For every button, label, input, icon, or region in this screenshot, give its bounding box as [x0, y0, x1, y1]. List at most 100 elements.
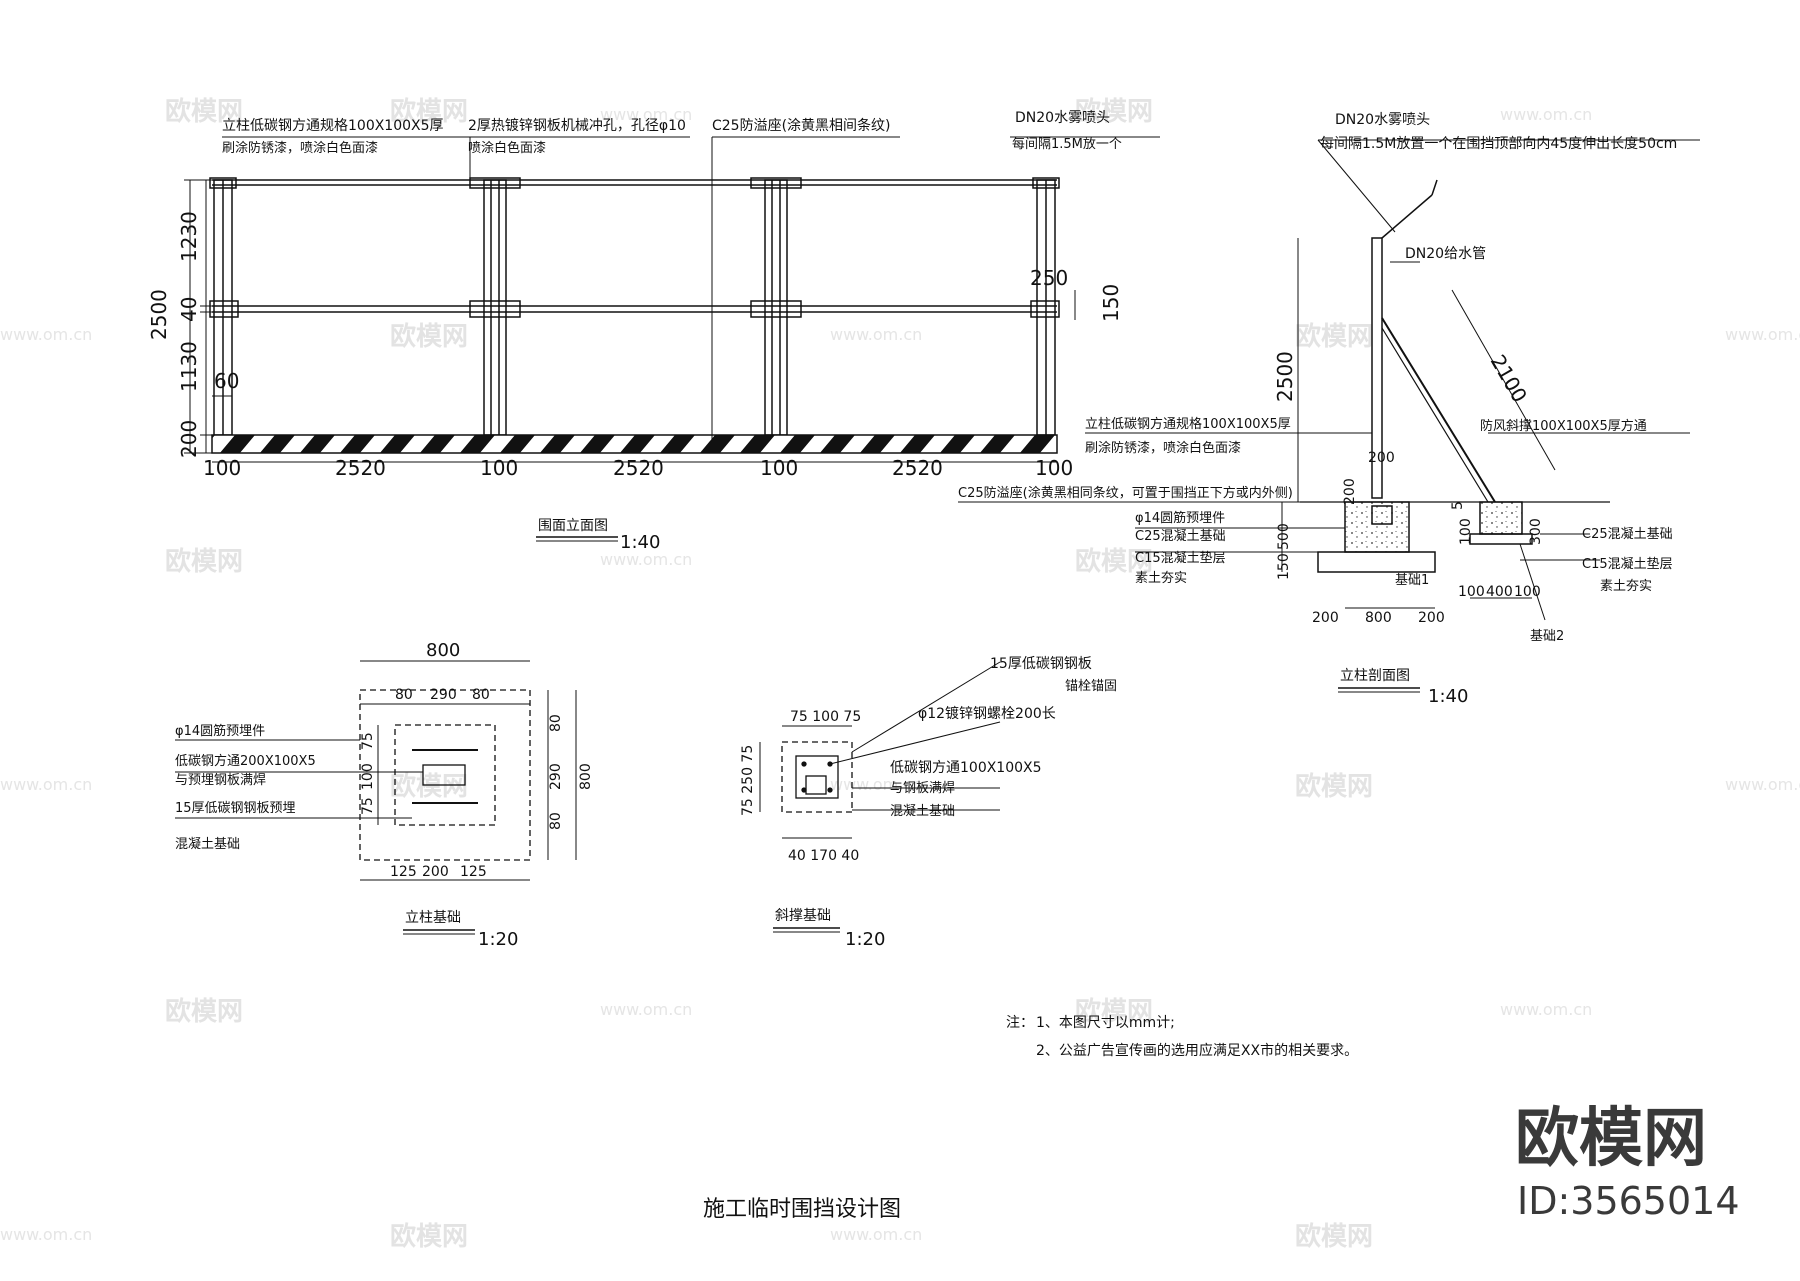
dim-right: 800 — [578, 763, 594, 790]
dim-brace-length: 2100 — [1486, 351, 1532, 407]
label-bolt: φ12镀锌钢螺栓200长 — [918, 705, 1056, 722]
watermark-url: www.om.cn — [1725, 325, 1800, 344]
brace-foundation-view — [759, 661, 1001, 839]
watermark-text: 欧模网 — [1075, 996, 1153, 1027]
dim-l100: 100 — [360, 763, 376, 790]
dim-t80a: 80 — [395, 687, 413, 703]
wind-brace — [1381, 317, 1496, 503]
watermark-url: www.om.cn — [600, 550, 692, 569]
dim-height-base: 200 — [177, 420, 201, 458]
label-supply-pipe: DN20给水管 — [1405, 246, 1486, 262]
label-plate: 15厚低碳钢钢板 — [990, 656, 1092, 672]
dim-height-top: 1230 — [177, 211, 201, 262]
dim-b125a: 125 — [390, 864, 417, 880]
label-post-spec: 立柱低碳钢方通规格100X100X5厚 — [1085, 416, 1291, 432]
label-tube: 低碳钢方通100X100X5 — [890, 760, 1042, 776]
view-title-brace-foundation: 斜撑基础 — [775, 907, 831, 924]
dim-60: 60 — [214, 369, 239, 393]
label-anchor: 锚栓锚固 — [1065, 679, 1117, 694]
watermark-url: www.om.cn — [600, 105, 692, 124]
dim-bottom: 40 170 40 — [788, 848, 859, 864]
elevation-labels: 立柱低碳钢方通规格100X100X5厚 刷涂防锈漆，喷涂白色面漆 2厚热镀锌钢板… — [147, 110, 1123, 553]
notes: 注： 1、本图尺寸以mm计; 2、公益广告宣传画的选用应满足XX市的相关要求。 — [1006, 1015, 1358, 1059]
brand-logo: 欧模网 ID:3565014 — [1515, 1102, 1740, 1223]
watermark-url: www.om.cn — [1725, 775, 1800, 794]
dim-l75b: 75 — [360, 797, 376, 815]
dim-r80a: 80 — [548, 714, 564, 732]
label-nozzle-spacing: 每间隔1.5M放置一个在围挡顶部向内45度伸出长度50cm — [1320, 136, 1677, 152]
label-soil-right: 素土夯实 — [1600, 579, 1652, 594]
hazard-base-strip — [211, 434, 1058, 454]
label-nozzle: DN20水雾喷头 — [1015, 110, 1110, 126]
watermark-url: www.om.cn — [830, 325, 922, 344]
post-foundation-view — [175, 660, 577, 881]
dim-w400: 400 — [1486, 584, 1513, 600]
watermark-text: 欧模网 — [1295, 771, 1373, 802]
label-nozzle: DN20水雾喷头 — [1335, 112, 1430, 128]
section-labels: DN20水雾喷头 每间隔1.5M放置一个在围挡顶部向内45度伸出长度50cm D… — [958, 112, 1677, 707]
label-concrete: 混凝土基础 — [890, 803, 955, 819]
sheet-title: 施工临时围挡设计图 — [703, 1197, 901, 1222]
dim-post: 100 — [760, 456, 798, 480]
view-title-elevation: 围面立面图 — [538, 518, 608, 534]
label-plate: 15厚低碳钢钢板预埋 — [175, 801, 296, 816]
dim-100-right: 100 — [1458, 518, 1474, 545]
dim-w100: 100 — [1458, 584, 1485, 600]
label-concrete: 混凝土基础 — [175, 836, 240, 852]
fence-post — [483, 179, 507, 436]
label-rebar: φ14圆筋预埋件 — [1135, 510, 1225, 526]
label-plate-coating: 喷涂白色面漆 — [468, 140, 546, 156]
dim-150: 150 — [1276, 553, 1292, 580]
watermark-layer: 欧模网 欧模网 欧模网 欧模网 欧模网 欧模网 欧模网 欧模网 欧模网 欧模网 … — [0, 96, 1800, 1252]
label-foundation-2: 基础2 — [1530, 629, 1564, 644]
watermark-text: 欧模网 — [390, 771, 468, 802]
dim-b125b: 125 — [460, 864, 487, 880]
dim-height-total: 2500 — [147, 289, 171, 340]
dim-250: 250 — [1030, 266, 1068, 290]
dim-200b: 200 — [1342, 478, 1358, 505]
elevation-view — [184, 136, 1160, 463]
dim-span: 2520 — [613, 456, 664, 480]
fence-post — [213, 179, 233, 436]
dim-l75a: 75 — [360, 732, 376, 750]
watermark-text: 欧模网 — [165, 546, 243, 577]
label-post-coating: 刷涂防锈漆，喷涂白色面漆 — [1085, 440, 1241, 456]
label-c25: C25混凝土基础 — [1135, 528, 1226, 544]
label-base: C25防溢座(涂黄黑相同条纹，可置于围挡正下方或内外侧) — [958, 485, 1293, 501]
dim-150: 150 — [1099, 284, 1123, 322]
dim-span: 2520 — [892, 456, 943, 480]
watermark-text: 欧模网 — [1075, 546, 1153, 577]
label-weld: 与钢板满焊 — [890, 780, 955, 796]
dim-w100b: 100 — [1514, 584, 1541, 600]
dim-height-mid: 40 — [177, 297, 201, 322]
dim-span: 2520 — [335, 456, 386, 480]
watermark-url: www.om.cn — [0, 775, 92, 794]
watermark-url: www.om.cn — [830, 1225, 922, 1244]
label-tube: 低碳钢方通200X100X5 — [175, 753, 316, 769]
label-tube-weld: 与预埋钢板满焊 — [175, 772, 266, 788]
view-title-post-foundation: 立柱基础 — [405, 909, 461, 926]
dim-top: 75 100 75 — [790, 709, 861, 725]
view-scale-brace-foundation: 1:20 — [845, 929, 885, 950]
post-foundation-labels: 800 80 290 80 800 80 290 80 75 100 75 12… — [175, 640, 594, 950]
watermark-url: www.om.cn — [600, 1000, 692, 1019]
dim-300: 300 — [1528, 518, 1544, 545]
note-2: 2、公益广告宣传画的选用应满足XX市的相关要求。 — [1036, 1042, 1358, 1059]
watermark-text: 欧模网 — [1075, 96, 1153, 127]
label-soil: 素土夯实 — [1135, 571, 1187, 586]
label-foundation-1: 基础1 — [1395, 573, 1429, 588]
section-post — [1371, 237, 1383, 499]
brace-foundation-labels: 75 100 75 75 250 75 40 170 40 15厚低碳钢钢板 锚… — [740, 656, 1117, 950]
label-rebar: φ14圆筋预埋件 — [175, 723, 265, 739]
dim-top: 800 — [426, 640, 460, 661]
dim-200: 200 — [1368, 450, 1395, 466]
dim-post: 100 — [203, 456, 241, 480]
label-post-spec: 立柱低碳钢方通规格100X100X5厚 — [222, 118, 444, 134]
dim-post: 100 — [480, 456, 518, 480]
dim-500: 500 — [1276, 523, 1292, 550]
dim-5: 5 — [1450, 501, 1466, 510]
dim-t80b: 80 — [472, 687, 490, 703]
dim-w200a: 200 — [1312, 610, 1339, 626]
label-c15-right: C15混凝土垫层 — [1582, 556, 1673, 572]
